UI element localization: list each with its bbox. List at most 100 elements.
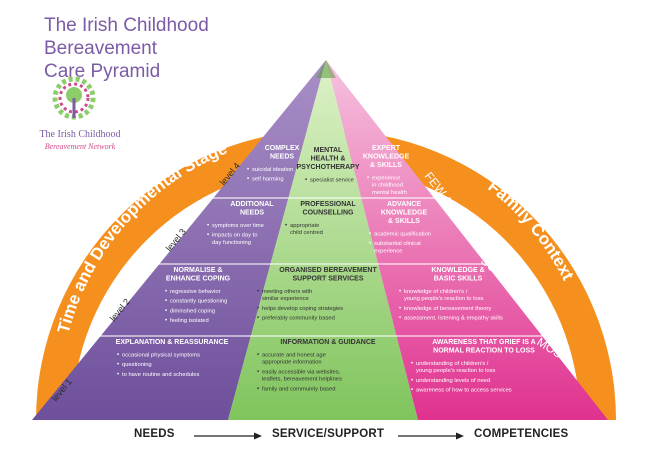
cell-bullet: appropriate information <box>262 360 322 366</box>
bullet-marker: • <box>165 299 167 305</box>
needs-cell-level-4: COMPLEX NEEDS •suicidal ideation•self harm… <box>247 145 300 183</box>
bullet-marker: • <box>369 232 371 238</box>
cell-bullet: understanding levels of need <box>416 378 490 384</box>
needs-cell-level-1: EXPLANATION & REASSURANCE•occasional phy… <box>116 339 229 378</box>
cell-bullet: diminshed coping <box>170 308 215 314</box>
cell-heading: PSYCHOTHERAPY <box>296 164 359 171</box>
cell-bullet: occasional physical symptoms <box>122 353 200 359</box>
cell-heading: ADVANCE <box>387 201 421 208</box>
cell-bullet: accurate and honest age <box>262 353 326 359</box>
cell-bullet: day functioning <box>212 240 251 246</box>
cell-heading: ORGANISED BEREAVEMENT <box>279 267 377 274</box>
bullet-marker: • <box>247 177 249 183</box>
pyramid-service-face <box>228 60 418 420</box>
cell-heading: COUNSELLING <box>303 210 355 217</box>
logo-tree-icon <box>52 76 96 120</box>
cell-bullet: mental health <box>372 190 407 196</box>
cell-heading: HEALTH & <box>311 156 346 163</box>
bullet-marker: • <box>207 233 209 239</box>
bullet-marker: • <box>257 353 259 359</box>
bullet-marker: • <box>305 178 307 184</box>
service-cell-level-1: INFORMATION & GUIDANCE•accurate and hone… <box>257 339 376 392</box>
bullet-marker: • <box>369 241 371 247</box>
cell-bullet: regressive behavior <box>170 289 221 295</box>
cell-heading: KNOWLEDGE <box>381 210 428 217</box>
cell-bullet: experience <box>374 248 402 254</box>
bullet-marker: • <box>247 167 249 173</box>
cell-heading: ENHANCE COPING <box>166 276 231 283</box>
cell-bullet: substantial clinical <box>374 241 421 247</box>
bullet-marker: • <box>117 372 119 378</box>
cell-bullet: easily accessible via websites, <box>262 369 341 375</box>
cell-bullet: specialist service <box>310 178 354 184</box>
cell-bullet: young people's reaction to loss <box>416 368 496 374</box>
cell-bullet: knowledge of children's / <box>404 289 468 295</box>
service-cell-level-4: MENTAL HEALTH &PSYCHOTHERAPY •specialist s… <box>296 147 359 184</box>
logo-caption: The Irish Childhood Bereavement Network <box>20 129 140 153</box>
cell-bullet: experience <box>372 176 400 182</box>
cell-bullet: understanding of children's / <box>416 361 489 367</box>
cell-heading: COMPLEX <box>265 145 300 152</box>
cell-heading: ADDITIONAL <box>230 201 274 208</box>
bullet-marker: • <box>257 369 259 375</box>
cell-bullet: family and community based <box>262 386 335 392</box>
page-title: The Irish Childhood Bereavement Care Pyr… <box>44 14 284 83</box>
cell-heading: & SKILLS <box>388 218 420 225</box>
cell-bullet: child centred <box>290 230 323 236</box>
title-line-3: Care Pyramid <box>44 61 161 82</box>
cell-bullet: assessment, listening & empathy skills <box>404 316 503 322</box>
bullet-marker: • <box>285 223 287 229</box>
bullet-marker: • <box>165 318 167 324</box>
cell-heading: NEEDS <box>240 210 264 217</box>
cell-bullet: preferably community based <box>262 316 335 322</box>
bullet-marker: • <box>257 386 259 392</box>
cell-bullet: appropriate <box>290 223 319 229</box>
bullet-marker: • <box>411 378 413 384</box>
cell-heading: EXPERT <box>372 145 401 152</box>
service-cell-level-3: PROFESSIONAL COUNSELLING •appropriatechild… <box>285 201 356 236</box>
bullet-marker: • <box>257 289 259 295</box>
title-line-2: Bereavement <box>44 38 158 59</box>
cell-heading: BASIC SKILLS <box>434 276 483 283</box>
cell-bullet: in childhood <box>372 183 403 189</box>
logo-subname: Bereavement Network <box>44 142 116 151</box>
cell-bullet: questioning <box>122 362 152 368</box>
bullet-marker: • <box>207 223 209 229</box>
cell-heading: & SKILLS <box>370 162 402 169</box>
bullet-marker: • <box>165 289 167 295</box>
bullet-marker: • <box>367 176 369 182</box>
bullet-marker: • <box>117 353 119 359</box>
cell-bullet: suicidal ideation <box>252 167 293 173</box>
cell-heading: NORMALISE & <box>174 267 223 274</box>
cell-heading: MENTAL <box>314 147 343 154</box>
bullet-marker: • <box>257 306 259 312</box>
cell-heading: PROFESSIONAL <box>300 201 356 208</box>
cell-bullet: feeling isolated <box>170 318 209 324</box>
bullet-marker: • <box>411 388 413 394</box>
cell-heading: NEEDS <box>270 154 294 161</box>
flow-competencies: COMPETENCIES <box>474 428 569 440</box>
cell-bullet: self harming <box>252 177 284 183</box>
cell-bullet: symptoms over time <box>212 223 264 229</box>
cell-bullet: helps develop coping strategies <box>262 306 343 312</box>
cell-bullet: similar experience <box>262 296 309 302</box>
level-dividers <box>91 197 563 337</box>
flow-arrows <box>194 432 464 440</box>
cell-bullet: awareness of how to access services <box>416 388 512 394</box>
cell-heading: INFORMATION & GUIDANCE <box>280 339 375 346</box>
bullet-marker: • <box>117 362 119 368</box>
logo-name: The Irish Childhood <box>39 129 121 140</box>
bullet-marker: • <box>411 361 413 367</box>
bullet-marker: • <box>399 306 401 312</box>
flow-needs: NEEDS <box>134 428 175 440</box>
bullet-marker: • <box>257 316 259 322</box>
cell-bullet: knowledge of bereavement theory <box>404 306 491 312</box>
needs-cell-level-2: NORMALISE &ENHANCE COPING•regressive beh… <box>165 267 231 324</box>
arch-band <box>36 130 616 420</box>
flow-service: SERVICE/SUPPORT <box>272 428 385 440</box>
cell-bullet: constantly questioning <box>170 299 227 305</box>
